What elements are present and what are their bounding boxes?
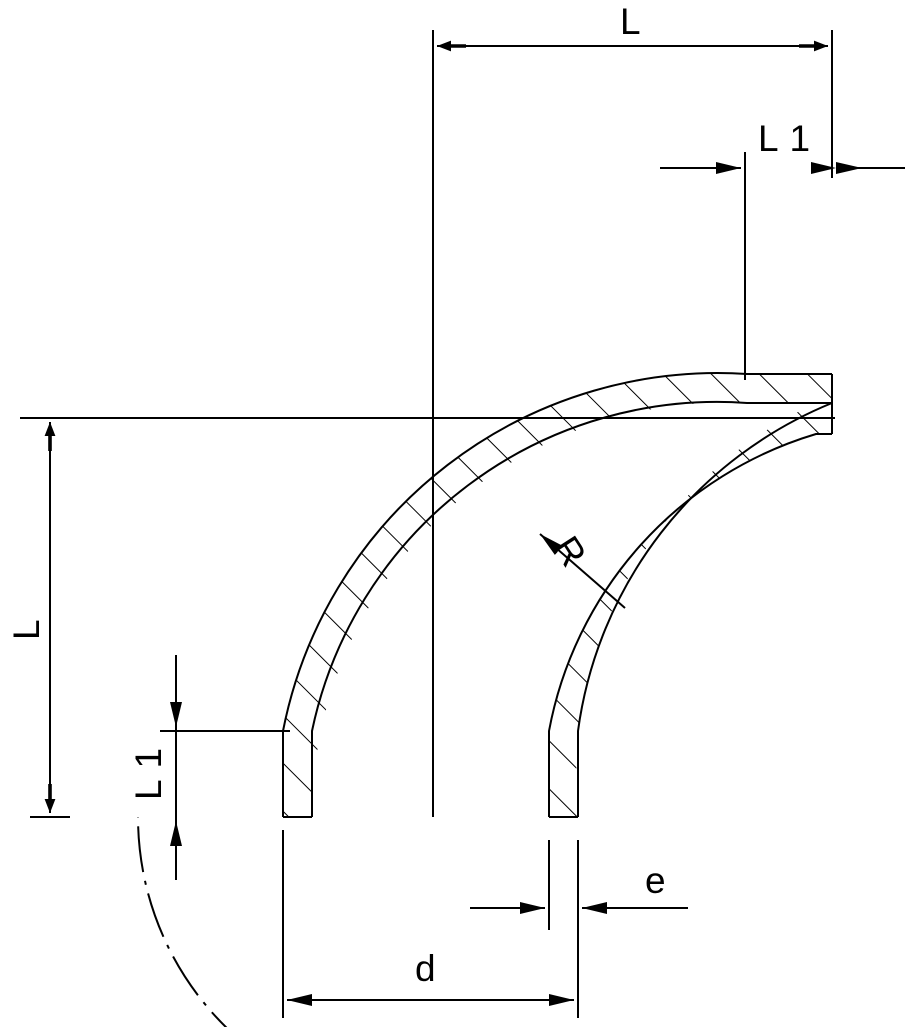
label-L-left: L: [6, 618, 47, 640]
dimension-L1-top: [660, 162, 905, 174]
bore-inner-profile: [577, 402, 833, 817]
wall-inner-upper: [311, 400, 832, 817]
outer-profile: [282, 372, 832, 817]
label-d: d: [415, 948, 437, 989]
bore-outer-profile: [548, 433, 832, 817]
label-L1-top: L 1: [758, 118, 812, 159]
label-L1-left: L 1: [128, 746, 169, 800]
centerline-radius-arc: [137, 816, 228, 1027]
elbow-wall-section: [282, 372, 833, 818]
elbow-wall-fill-right: [549, 403, 832, 817]
dimension-R: [539, 533, 626, 609]
label-L-top: L: [620, 1, 642, 42]
label-e: e: [645, 860, 667, 901]
